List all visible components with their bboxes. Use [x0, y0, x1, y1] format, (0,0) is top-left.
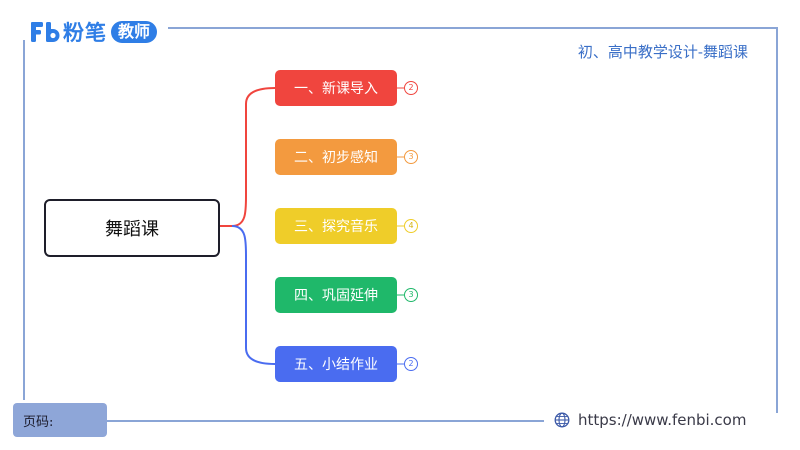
branch-node-4[interactable]: 四、巩固延伸	[275, 277, 397, 313]
website-url-text: https://www.fenbi.com	[578, 411, 747, 429]
branch-node-5[interactable]: 五、小结作业	[275, 346, 397, 382]
brand-badge: 教师	[111, 21, 158, 43]
fenbi-logo: 粉笔 教师	[30, 18, 158, 46]
branch-node-2[interactable]: 二、初步感知	[275, 139, 397, 175]
frame-top-line	[168, 27, 778, 29]
page-number-box: 页码:	[13, 403, 107, 437]
brand-name: 粉笔	[63, 21, 107, 45]
branch-count-badge-2[interactable]: 3	[404, 150, 418, 164]
mindmap-root-node[interactable]: 舞蹈课	[44, 199, 220, 257]
connector-red	[231, 87, 276, 227]
branch-count-badge-5[interactable]: 2	[404, 357, 418, 371]
fenbi-logo-icon	[31, 22, 60, 42]
connector-blue	[231, 225, 276, 365]
branch-node-1[interactable]: 一、新课导入	[275, 70, 397, 106]
page-number-label: 页码:	[23, 414, 54, 430]
branch-node-3[interactable]: 三、探究音乐	[275, 208, 397, 244]
globe-icon	[554, 412, 570, 428]
branch-count-badge-4[interactable]: 3	[404, 288, 418, 302]
footer-url: https://www.fenbi.com	[554, 411, 746, 429]
frame-bottom-line	[107, 420, 544, 422]
branch-count-badge-1[interactable]: 2	[404, 81, 418, 95]
branch-count-badge-3[interactable]: 4	[404, 219, 418, 233]
page-title: 初、高中教学设计-舞蹈课	[577, 43, 748, 61]
frame-left-line	[23, 40, 25, 400]
frame-right-line	[776, 27, 778, 413]
